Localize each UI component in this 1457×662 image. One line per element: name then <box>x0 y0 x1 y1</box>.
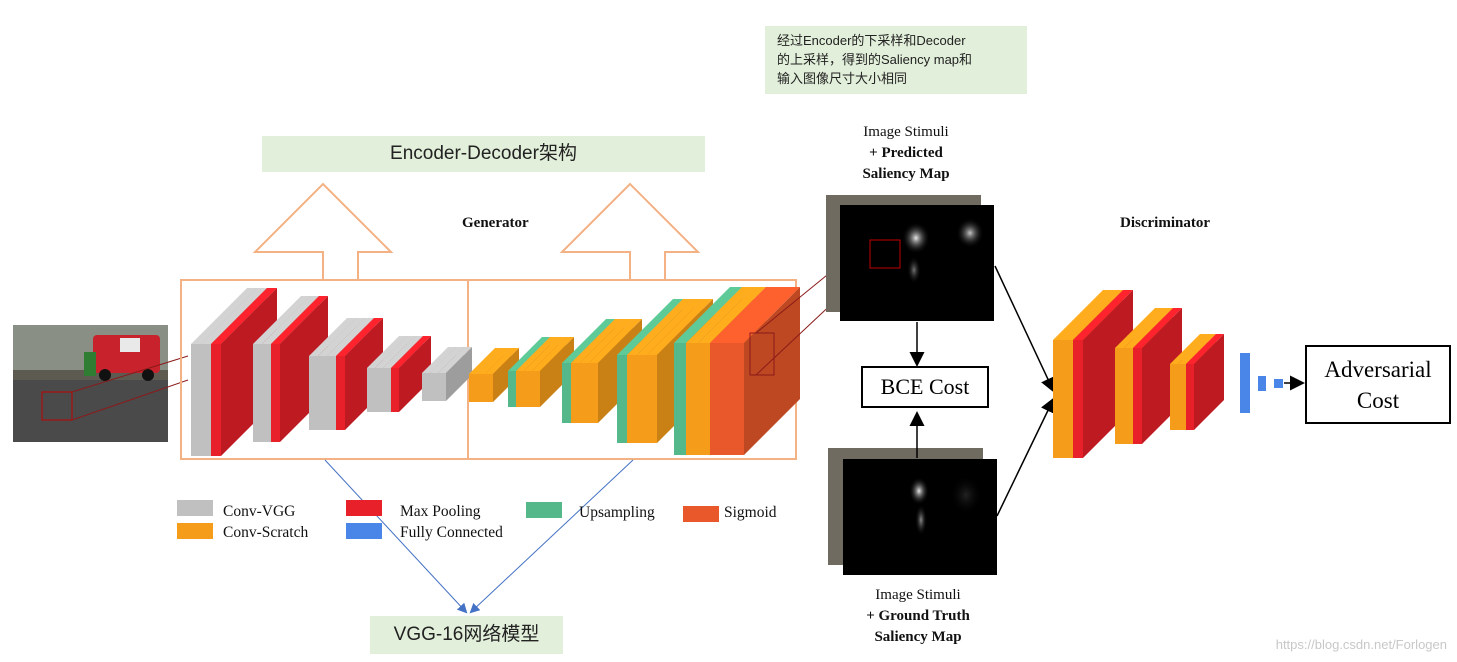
legend-swatch-max-pooling <box>346 500 382 516</box>
generator-layers <box>191 287 800 456</box>
architecture-note: Encoder-Decoder架构 <box>262 136 705 172</box>
dec1-layer-2 <box>485 348 519 402</box>
encoder-up-arrow <box>252 182 394 281</box>
legend <box>177 500 719 539</box>
explanation-note: 经过Encoder的下采样和Decoder 的上采样，得到的Saliency m… <box>765 26 1027 94</box>
legend-swatch-conv-scratch <box>177 523 213 539</box>
watermark: https://blog.csdn.net/Forlogen <box>1275 637 1447 652</box>
dec5-layer-3 <box>710 287 800 455</box>
legend-label-upsampling: Upsampling <box>579 504 655 521</box>
legend-label-conv-vgg: Conv-VGG <box>223 503 296 520</box>
generator-title: Generator <box>462 215 529 231</box>
legend-swatch-sigmoid <box>683 506 719 522</box>
legend-label-fully-connected: Fully Connected <box>400 524 503 541</box>
note-line-2: 的上采样，得到的Saliency map和 <box>777 52 973 67</box>
adversarial-cost-line-1: Adversarial <box>1324 356 1432 382</box>
fc-layer-2 <box>1258 376 1266 391</box>
ground-truth-caption-line-2: + Ground Truth <box>866 608 970 624</box>
input-image <box>13 325 168 442</box>
discriminator-title: Discriminator <box>1120 215 1210 231</box>
ground-truth-caption: Image Stimuli + Ground Truth Saliency Ma… <box>833 585 1003 648</box>
ground-truth-caption-line-3: Saliency Map <box>874 629 962 645</box>
decoder-up-arrow <box>559 182 701 281</box>
fc-layer-3 <box>1274 379 1283 388</box>
ground-truth-caption-line-1: Image Stimuli <box>875 587 961 603</box>
enc4-layer-3 <box>391 336 431 412</box>
legend-swatch-upsampling <box>526 502 562 518</box>
legend-label-conv-scratch: Conv-Scratch <box>223 524 309 541</box>
predicted-caption-line-2: + Predicted <box>869 145 943 161</box>
predicted-caption: Image Stimuli + Predicted Saliency Map <box>826 122 986 185</box>
legend-swatch-conv-vgg <box>177 500 213 516</box>
discriminator-layers <box>1053 290 1224 458</box>
predicted-caption-line-1: Image Stimuli <box>863 124 949 140</box>
ground-truth-saliency-map <box>828 448 997 575</box>
adversarial-cost-box: Adversarial Cost <box>1305 345 1451 424</box>
legend-label-max-pooling: Max Pooling <box>400 503 481 520</box>
adversarial-cost-line-2: Cost <box>1356 387 1400 413</box>
note-line-3: 输入图像尺寸大小相同 <box>777 71 908 86</box>
fc-layer-1 <box>1240 353 1250 413</box>
legend-swatch-fully-connected <box>346 523 382 539</box>
enc3-layer-3 <box>336 318 383 430</box>
predicted-saliency-map <box>826 195 994 321</box>
legend-label-sigmoid: Sigmoid <box>724 504 777 521</box>
enc5-layer-2 <box>438 347 472 401</box>
disc3-layer-2 <box>1186 334 1224 430</box>
note-line-1: 经过Encoder的下采样和Decoder <box>777 33 966 48</box>
predicted-caption-line-3: Saliency Map <box>862 166 950 182</box>
vgg-note: VGG-16网络模型 <box>370 616 563 654</box>
bce-cost-box: BCE Cost <box>861 366 989 408</box>
dec2-layer-3 <box>532 337 574 407</box>
